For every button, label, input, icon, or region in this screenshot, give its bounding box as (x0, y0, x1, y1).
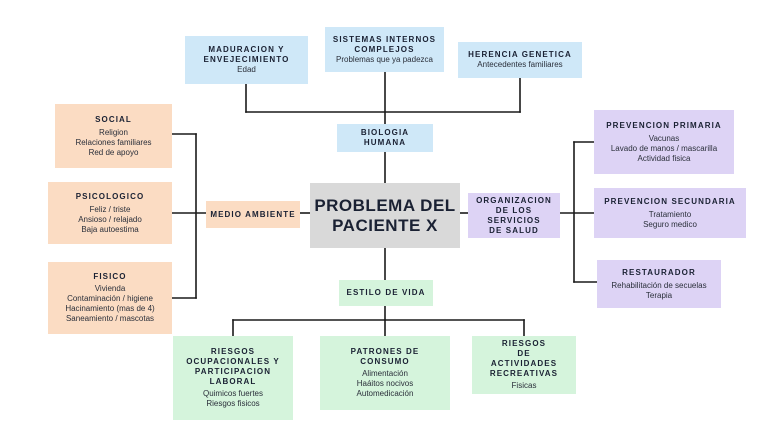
social-item: Red de apoyo (88, 147, 139, 157)
estilo-de-vida-box: ESTILO DE VIDA (339, 280, 433, 306)
maduracion-box: MADURACION Y ENVEJECIMIENTO Edad (185, 36, 308, 84)
riesgos-ocupacionales-title-4: LABORAL (209, 377, 257, 386)
patrones-consumo-item: Haáitos nocivos (356, 379, 414, 388)
riesgos-ocupacionales-item: Riesgos fisicos (206, 399, 260, 408)
prevencion-primaria-item: Vacunas (648, 133, 680, 143)
fisico-item: Saneamiento / mascotas (65, 314, 155, 323)
patrones-consumo-title-1: PATRONES DE (350, 347, 420, 356)
social-item: Relaciones familiares (75, 137, 152, 147)
organizacion-label-1: ORGANIZACION (476, 195, 552, 205)
riesgos-ocupacionales-title-3: PARTICIPACION (194, 367, 272, 376)
biologia-box: BIOLOGIA HUMANA (337, 124, 433, 152)
patrones-consumo-title-2: CONSUMO (360, 357, 410, 366)
herencia-title: HERENCIA GENETICA (468, 50, 572, 59)
patrones-consumo-item: Alimentación (362, 369, 408, 378)
social-title: SOCIAL (95, 114, 132, 124)
social-item: Religion (99, 127, 128, 137)
biologia-label-2: HUMANA (363, 138, 407, 147)
medio-ambiente-label: MEDIO AMBIENTE (210, 209, 296, 219)
sistemas-box: SISTEMAS INTERNOS COMPLEJOS Problemas qu… (325, 27, 444, 72)
riesgos-actividades-title-1: RIESGOS (501, 339, 547, 348)
center-box: PROBLEMA DEL PACIENTE X (310, 183, 460, 248)
maduracion-item: Edad (237, 65, 256, 74)
sistemas-item: Problemas que ya padezca (336, 54, 433, 64)
fisico-item: Hacinamiento (mas de 4) (65, 304, 155, 313)
riesgos-actividades-box: RIESGOS DE ACTIVIDADES RECREATIVAS Fisic… (472, 336, 576, 394)
maduracion-title-1: MADURACION Y (208, 45, 285, 54)
fisico-item: Contaminación / higiene (67, 294, 153, 303)
riesgos-ocupacionales-box: RIESGOS OCUPACIONALES Y PARTICIPACION LA… (173, 336, 293, 420)
restaurador-box: RESTAURADOR Rehabilitación de secuelas T… (597, 260, 721, 308)
biologia-label-1: BIOLOGIA (360, 128, 410, 137)
prevencion-secundaria-item: Seguro medico (643, 219, 697, 229)
restaurador-item: Rehabilitación de secuelas (611, 280, 707, 290)
sistemas-title-1: SISTEMAS INTERNOS (332, 34, 437, 44)
patrones-consumo-box: PATRONES DE CONSUMO Alimentación Haáitos… (320, 336, 450, 410)
social-box: SOCIAL Religion Relaciones familiares Re… (55, 104, 172, 168)
fisico-item: Vivienda (94, 284, 126, 293)
maduracion-title-2: ENVEJECIMIENTO (203, 55, 290, 64)
organizacion-box: ORGANIZACION DE LOS SERVICIOS DE SALUD (468, 193, 560, 238)
center-title-2: PACIENTE X (332, 215, 438, 235)
riesgos-actividades-title-2: DE (517, 349, 531, 358)
fisico-box: FISICO Vivienda Contaminación / higiene … (48, 262, 172, 334)
sistemas-title-2: COMPLEJOS (354, 44, 415, 54)
riesgos-actividades-item: Fisicas (511, 381, 537, 390)
herencia-box: HERENCIA GENETICA Antecedentes familiare… (458, 42, 582, 78)
riesgos-ocupacionales-title-1: RIESGOS (210, 347, 256, 356)
prevencion-primaria-item: Actividad fisica (637, 153, 691, 163)
herencia-item: Antecedentes familiares (477, 60, 563, 69)
estilo-de-vida-label: ESTILO DE VIDA (346, 288, 426, 297)
riesgos-actividades-title-3: ACTIVIDADES (490, 359, 558, 368)
riesgos-ocupacionales-item: Quimicos fuertes (202, 389, 264, 398)
psicologico-item: Baja autoestima (81, 224, 139, 234)
psicologico-item: Feliz / triste (89, 204, 131, 214)
prevencion-primaria-box: PREVENCION PRIMARIA Vacunas Lavado de ma… (594, 110, 734, 174)
prevencion-primaria-item: Lavado de manos / mascarilla (610, 143, 718, 153)
riesgos-ocupacionales-title-2: OCUPACIONALES Y (186, 357, 280, 366)
prevencion-primaria-title: PREVENCION PRIMARIA (606, 120, 722, 130)
medio-ambiente-box: MEDIO AMBIENTE (206, 201, 300, 228)
fisico-title: FISICO (93, 272, 127, 281)
prevencion-secundaria-box: PREVENCION SECUNDARIA Tratamiento Seguro… (594, 188, 746, 238)
psicologico-title: PSICOLOGICO (75, 191, 145, 201)
psicologico-box: PSICOLOGICO Feliz / triste Ansioso / rel… (48, 182, 172, 244)
organizacion-label-2: DE LOS SERVICIOS (487, 205, 541, 225)
organizacion-label-3: DE SALUD (489, 225, 539, 235)
prevencion-secundaria-item: Tratamiento (648, 209, 692, 219)
patrones-consumo-item: Automedicación (356, 389, 414, 398)
center-title-1: PROBLEMA DEL (314, 195, 456, 215)
psicologico-item: Ansioso / relajado (78, 214, 142, 224)
riesgos-actividades-title-4: RECREATIVAS (489, 369, 559, 378)
prevencion-secundaria-title: PREVENCION SECUNDARIA (604, 196, 736, 206)
restaurador-item: Terapia (645, 290, 673, 300)
restaurador-title: RESTAURADOR (622, 267, 696, 277)
